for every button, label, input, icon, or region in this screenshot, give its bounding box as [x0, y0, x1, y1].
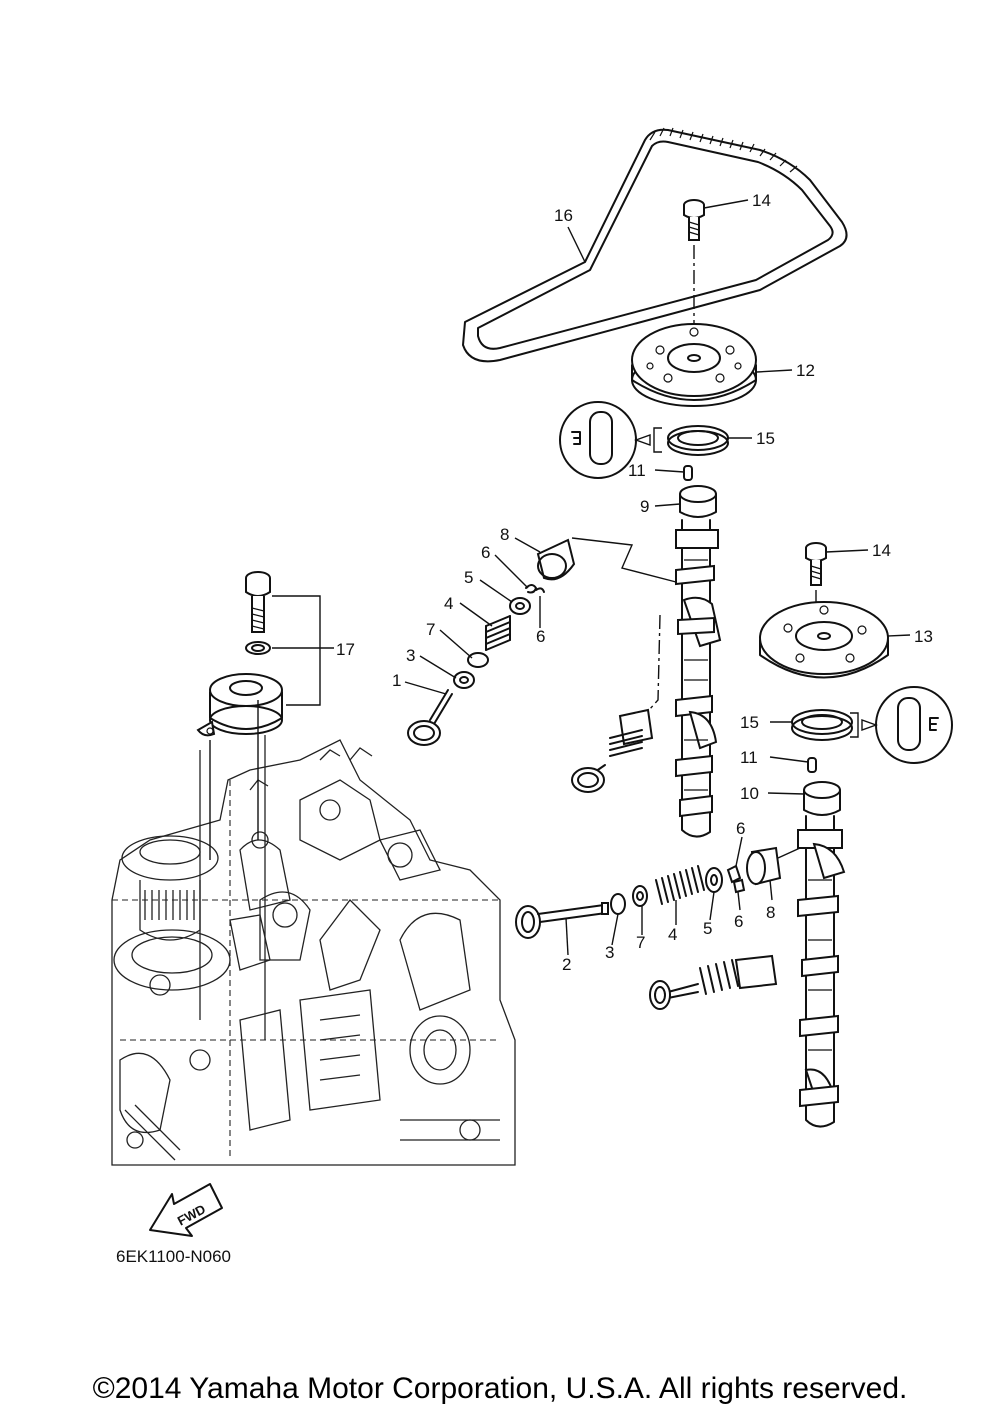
valve-spring-seat-upper	[467, 652, 489, 668]
callout-4-upper: 4	[444, 594, 453, 613]
belt-tensioner	[196, 673, 283, 737]
callout-7-lower: 7	[636, 933, 645, 952]
diagram-code: 6EK1100-N060	[116, 1247, 231, 1266]
tensioner-washer	[245, 641, 271, 655]
callout-14-lower: 14	[872, 541, 891, 560]
callout-1: 1	[392, 671, 401, 690]
valve-lower	[515, 902, 609, 939]
dowel-pin-lower	[807, 757, 817, 773]
camshaft-intake	[797, 781, 846, 1128]
camshaft-pulley-bolt-lower	[805, 542, 827, 586]
camshaft-pulley-exhaust	[631, 323, 757, 407]
valve-cotter-lower	[726, 864, 746, 894]
callout-15-lower: 15	[740, 713, 759, 732]
leader-lines	[404, 199, 911, 956]
valve-upper	[407, 689, 453, 746]
callout-9: 9	[640, 497, 649, 516]
callout-6-upper-b: 6	[536, 627, 545, 646]
valve-assembly-upper	[571, 708, 654, 793]
callout-5-lower: 5	[703, 919, 712, 938]
camshaft-pulley-intake	[759, 601, 889, 679]
callout-13: 13	[914, 627, 933, 646]
callout-3-lower: 3	[605, 943, 614, 962]
timing-belt	[462, 127, 848, 363]
callout-16: 16	[554, 206, 573, 225]
valve-cotter-upper	[525, 584, 545, 594]
callout-15-upper: 15	[756, 429, 775, 448]
callout-6-lower-a: 6	[736, 819, 745, 838]
callout-10: 10	[740, 784, 759, 803]
callout-2: 2	[562, 955, 571, 974]
valve-lifter-upper	[536, 538, 576, 581]
dowel-pin-upper	[683, 465, 693, 481]
valve-assembly-lower	[649, 954, 778, 1010]
valve-stem-seal-lower	[610, 893, 626, 915]
valve-spring-retainer-lower	[705, 867, 723, 893]
valve-spring-retainer-upper	[509, 597, 531, 615]
callout-12: 12	[796, 361, 815, 380]
cylinder-head-block	[111, 735, 516, 1166]
valve-spring-lower	[655, 865, 705, 905]
copyright-notice: ©2014 Yamaha Motor Corporation, U.S.A. A…	[92, 1372, 908, 1405]
callout-14-upper: 14	[752, 191, 771, 210]
callout-labels: 16 14 12 15 11 9 8 6 5 6 4 7 3 1 17 14 1…	[336, 191, 933, 974]
callout-8-upper: 8	[500, 525, 509, 544]
callout-7-upper: 7	[426, 620, 435, 639]
oil-seal-lower	[791, 709, 853, 741]
callout-5-upper: 5	[464, 568, 473, 587]
callout-3-upper: 3	[406, 646, 415, 665]
camshaft-pulley-bolt-upper	[683, 199, 705, 241]
valve-spring-upper	[485, 615, 511, 651]
callout-11-upper: 11	[628, 461, 646, 480]
valve-lifter-lower	[746, 846, 782, 886]
valve-spring-seat-lower	[632, 885, 648, 907]
callout-11-lower: 11	[740, 748, 758, 767]
valve-stem-seal-upper	[453, 671, 475, 689]
grease-symbol-upper	[559, 401, 662, 479]
callout-4-lower: 4	[668, 925, 677, 944]
grease-symbol-lower	[850, 686, 953, 764]
tensioner-bolt	[245, 571, 271, 633]
callout-8-lower: 8	[766, 903, 775, 922]
fwd-arrow-icon: FWD	[149, 1183, 223, 1237]
callout-17: 17	[336, 640, 355, 659]
camshaft-exhaust	[675, 485, 722, 838]
callout-6-lower-b: 6	[734, 912, 743, 931]
oil-seal-upper	[667, 425, 729, 456]
callout-6-upper-a: 6	[481, 543, 490, 562]
